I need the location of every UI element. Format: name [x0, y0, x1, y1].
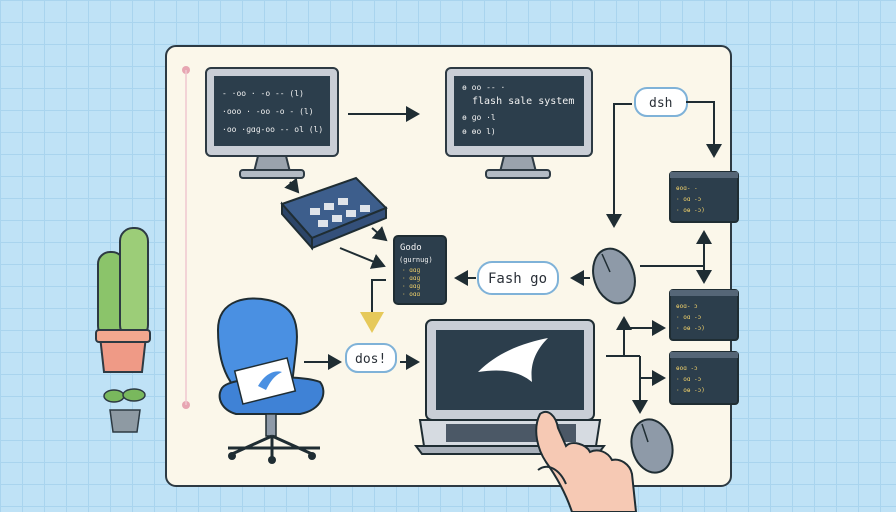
- terminal-3: ɵoɑ -ɔ · oɑ -ɔ · oɵ -ɔ): [669, 351, 739, 405]
- godo-line-1: · ɑɑɡ: [402, 267, 420, 274]
- keypad-device: [280, 176, 388, 251]
- terminal-1-line-3: · oɵ -ɔ): [676, 207, 705, 214]
- monitor-left-code-1: - ·oo · -o -- (l): [222, 89, 304, 98]
- godo-panel: Godo (gurnuɡ) · ɑɑɡ · ɑɑɡ · ɑɑɡ · oɑɑ: [393, 235, 447, 305]
- terminal-2-line-3: · oɵ -ɔ): [676, 325, 705, 332]
- terminal-2-line-1: ɵoɑ- ɔ: [676, 303, 698, 310]
- laptop: [414, 319, 606, 455]
- terminal-3-line-3: · oɵ -ɔ): [676, 387, 705, 394]
- terminal-2: ɵoɑ- ɔ · oɑ -ɔ · oɵ -ɔ): [669, 289, 739, 341]
- label-dsh-text: dsh: [649, 96, 672, 111]
- godo-title: Godo: [400, 243, 422, 253]
- monitor-center-title: flash sale system: [472, 96, 574, 107]
- terminal-3-line-2: · oɑ -ɔ: [676, 376, 702, 383]
- laptop-logo-icon: [478, 338, 548, 382]
- godo-subtitle: (gurnuɡ): [399, 256, 433, 264]
- monitor-center-code-2: ɵ ɡo ·l: [462, 113, 496, 122]
- monitor-left: - ·oo · -o -- (l) ·ooo · -oo -o - (l) ·o…: [205, 67, 339, 179]
- label-fash-go-text: Fash go: [488, 271, 547, 287]
- label-dsh: dsh: [634, 87, 688, 117]
- mouse-upper: [592, 247, 636, 305]
- small-plant: [103, 388, 146, 433]
- monitor-left-code-2: ·ooo · -oo -o - (l): [222, 107, 314, 116]
- terminal-1-line-2: · oɑ -ɔ: [676, 196, 702, 203]
- pointing-hand: [535, 410, 638, 512]
- label-dos-text: dos!: [355, 352, 386, 367]
- label-fash-go: Fash go: [477, 261, 559, 295]
- monitor-left-code-3: ·oo ·ɡɑɡ-oo -- ol (l): [222, 125, 323, 134]
- label-dos: dos!: [345, 343, 397, 373]
- office-chair: [216, 297, 325, 464]
- godo-line-3: · ɑɑɡ: [402, 283, 420, 290]
- monitor-center-code-3: ɵ ɵo l): [462, 127, 496, 136]
- terminal-2-line-2: · oɑ -ɔ: [676, 314, 702, 321]
- monitor-center-code-1: ɵ oo -- ·: [462, 83, 505, 92]
- terminal-3-line-1: ɵoɑ -ɔ: [676, 365, 698, 372]
- monitor-center: ɵ oo -- · flash sale system ɵ ɡo ·l ɵ ɵo…: [445, 67, 593, 179]
- godo-line-4: · oɑɑ: [402, 291, 420, 298]
- terminal-1: ɵoɑ- - · oɑ -ɔ · oɵ -ɔ): [669, 171, 739, 223]
- cactus-plant: [95, 227, 151, 373]
- flow-arrows: [284, 101, 722, 414]
- terminal-1-line-1: ɵoɑ- -: [676, 185, 698, 192]
- godo-line-2: · ɑɑɡ: [402, 275, 420, 282]
- mouse-lower: [630, 418, 674, 474]
